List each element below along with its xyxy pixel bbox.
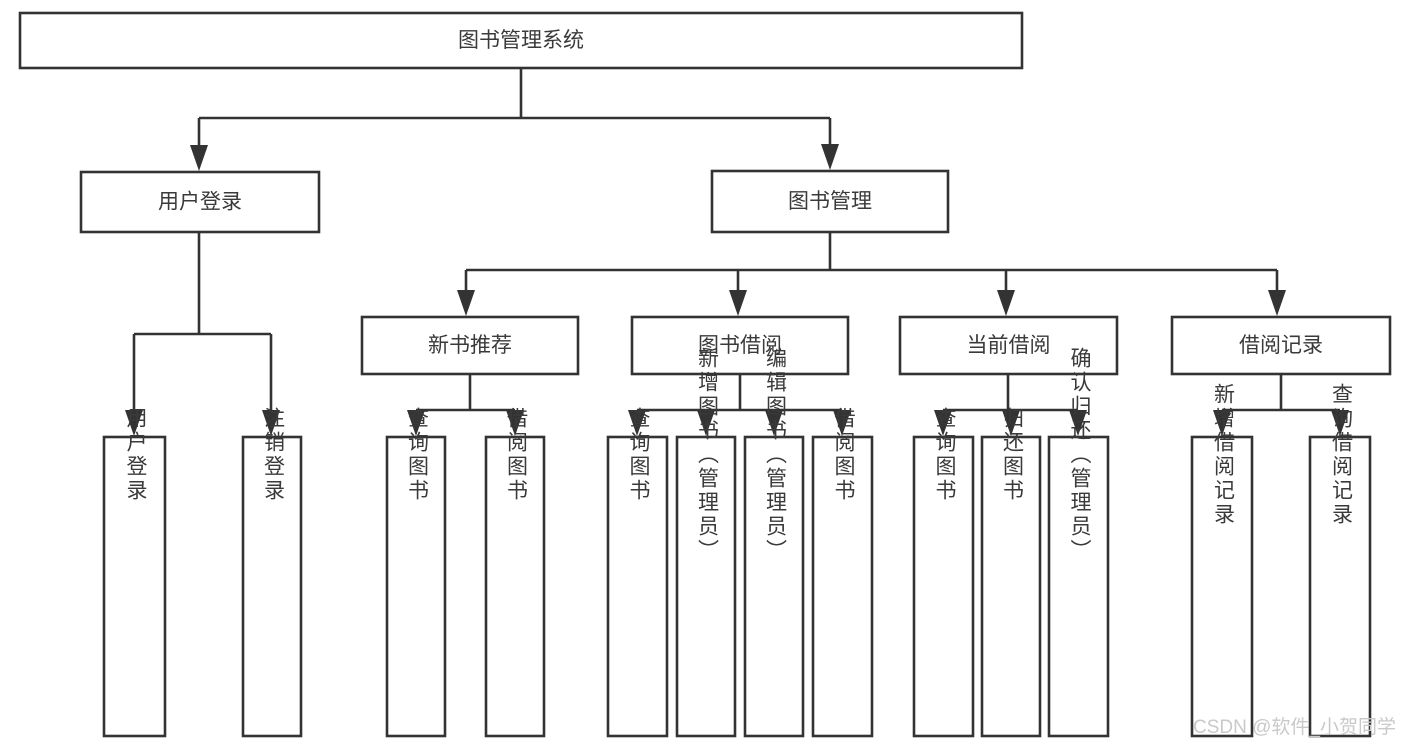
leaf-node-box[interactable] [102,435,167,738]
leaf-node-box[interactable] [675,435,737,738]
arrow-to-current [997,290,1015,316]
leaf-node-10[interactable]: 归还图书 [980,407,1042,738]
leaf-node-label: 查询图书 [627,407,651,503]
level3-node-1[interactable]: 新书推荐 [360,315,580,376]
level2-node-box[interactable] [710,169,950,234]
leaf-node-label: 归还图书 [1000,407,1024,503]
root-node-1[interactable]: 图书管理系统 [18,11,1024,70]
arrowheads-layer [125,144,1349,436]
leaf-node-5[interactable]: 查询图书 [606,407,669,738]
leaf-node-8[interactable]: 借阅图书 [811,407,874,738]
leaf-node-box[interactable] [743,435,805,738]
level2-node-label: 用户登录 [158,191,242,214]
leaf-node-box[interactable] [1308,435,1372,738]
root-node-label: 图书管理系统 [458,29,584,52]
leaf-node-box[interactable] [980,435,1042,738]
arrow-leaf-3 [407,410,425,436]
leaf-node-2[interactable]: 注销登录 [241,407,303,738]
leaf-node-label: 新增借阅记录 [1211,383,1235,527]
csdn-watermark: CSDN @软件_小贺同学 [1193,716,1396,738]
level2-node-1[interactable]: 用户登录 [79,170,321,234]
leaf-node-13[interactable]: 查询借阅记录 [1308,383,1372,738]
arrow-leaf-6 [697,410,715,436]
leaf-node-label: 查询图书 [405,407,429,503]
arrow-leaf-8 [833,410,851,436]
level2-node-box[interactable] [79,170,321,234]
level3-node-2[interactable]: 图书借阅 [630,315,850,376]
level3-node-label: 借阅记录 [1239,334,1323,357]
arrow-leaf-9 [934,410,952,436]
leaf-node-label: 新增图书（管理员） [695,347,719,563]
arrow-leaf-2 [262,410,280,436]
level3-node-4[interactable]: 借阅记录 [1170,315,1392,376]
leaf-node-9[interactable]: 查询图书 [912,407,975,738]
leaf-node-label: 借阅图书 [504,407,528,503]
arrow-leaf-11 [1069,410,1087,436]
leaf-node-box[interactable] [484,435,546,738]
leaf-node-7[interactable]: 编辑图书（管理员） [743,347,805,738]
nodes-layer: 图书管理系统用户登录图书管理新书推荐图书借阅当前借阅借阅记录用户登录注销登录查询… [18,11,1392,738]
leaf-node-label: 注销登录 [261,407,285,503]
leaf-node-box[interactable] [385,435,447,738]
leaf-node-label: 查询图书 [933,407,957,503]
arrow-leaf-12 [1213,410,1231,436]
level2-node-2[interactable]: 图书管理 [710,169,950,234]
root-node-box[interactable] [18,11,1024,70]
level3-node-box[interactable] [898,315,1119,376]
leaf-node-box[interactable] [1047,435,1110,738]
level3-node-box[interactable] [360,315,580,376]
arrow-to-newbook [457,290,475,316]
arrow-leaf-7 [765,410,783,436]
leaf-node-label: 查询借阅记录 [1329,383,1353,527]
leaf-node-11[interactable]: 确认归还（管理员） [1047,347,1110,738]
leaf-node-box[interactable] [241,435,303,738]
leaf-node-box[interactable] [1190,435,1254,738]
arrow-to-user-login [190,145,208,171]
leaf-node-label: 确认归还（管理员） [1068,347,1092,563]
leaf-node-4[interactable]: 借阅图书 [484,407,546,738]
arrow-leaf-10 [1002,410,1020,436]
arrow-leaf-13 [1331,410,1349,436]
leaf-node-box[interactable] [606,435,669,738]
arrow-leaf-5 [628,410,646,436]
leaf-node-3[interactable]: 查询图书 [385,407,447,738]
leaf-node-1[interactable]: 用户登录 [102,407,167,738]
arrow-to-borrow [729,290,747,316]
level3-node-label: 当前借阅 [967,334,1051,357]
leaf-node-12[interactable]: 新增借阅记录 [1190,383,1254,738]
arrow-leaf-1 [125,410,143,436]
level2-node-label: 图书管理 [788,190,872,213]
arrow-leaf-4 [506,410,524,436]
leaf-node-label: 用户登录 [124,407,148,503]
leaf-node-label: 编辑图书（管理员） [763,347,787,563]
leaf-node-label: 借阅图书 [832,407,856,503]
leaf-node-box[interactable] [811,435,874,738]
arrow-to-record [1268,290,1286,316]
arrow-to-book-mgmt [821,144,839,170]
level3-node-box[interactable] [1170,315,1392,376]
leaf-node-6[interactable]: 新增图书（管理员） [675,347,737,738]
leaf-node-box[interactable] [912,435,975,738]
level3-node-3[interactable]: 当前借阅 [898,315,1119,376]
level3-node-box[interactable] [630,315,850,376]
level3-node-label: 图书借阅 [698,334,782,357]
level3-node-label: 新书推荐 [428,334,512,357]
